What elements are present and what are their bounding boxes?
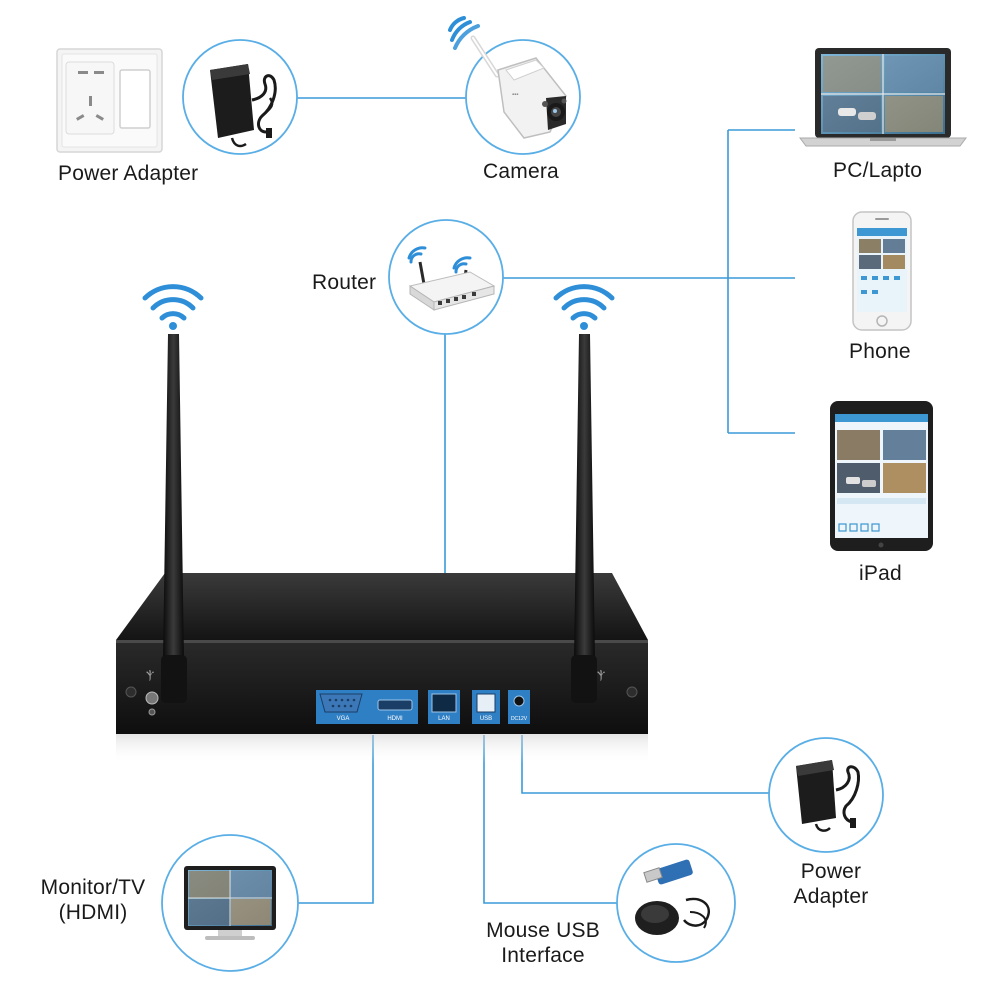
dc-port-label: DC12V <box>511 716 528 722</box>
wifi-icon <box>448 16 480 50</box>
wifi-icon <box>142 284 615 321</box>
line-usb-mouse <box>483 735 620 904</box>
bullet-camera-icon: ▪▪▪ <box>470 35 567 139</box>
svg-text:Ⲯ: Ⲯ <box>597 669 605 682</box>
power-adapter-icon <box>796 760 860 832</box>
svg-text:▪▪▪: ▪▪▪ <box>512 92 518 98</box>
vga-port-label: VGA <box>337 716 350 722</box>
power-adapter-bottom-line1: Power <box>800 860 862 883</box>
lan-port-label: LAN <box>438 716 450 722</box>
svg-text:Ⲯ: Ⲯ <box>146 669 154 682</box>
connector-lines <box>295 97 795 904</box>
router-circle <box>388 219 504 335</box>
antenna-left <box>161 334 187 703</box>
power-adapter-top-label: Power Adapter <box>58 162 199 185</box>
smartphone-icon <box>852 211 912 331</box>
nvr-recorder: Ⲯ Ⲯ <box>116 573 648 764</box>
power-adapter-bottom-line2: Adapter <box>793 885 869 908</box>
antenna-right <box>571 334 597 703</box>
monitor-icon <box>184 866 276 940</box>
mouse-usb-label: Mouse USB Interface <box>486 918 600 968</box>
pc-laptop-label: PC/Lapto <box>833 159 923 182</box>
monitor-label-line1: Monitor/TV <box>40 876 146 899</box>
router-label: Router <box>312 271 377 294</box>
mouse-label-line1: Mouse USB <box>486 919 600 942</box>
line-hdmi-monitor <box>295 735 374 904</box>
hdmi-port-label: HDMI <box>387 716 403 722</box>
monitor-label-line2: (HDMI) <box>58 901 128 924</box>
router-icon <box>407 246 496 311</box>
wall-socket-icon <box>56 48 163 153</box>
monitor-label: Monitor/TV (HDMI) <box>41 875 146 925</box>
camera-label: Camera <box>483 160 559 183</box>
ipad-label: iPad <box>859 562 902 585</box>
mouse-icon <box>635 897 711 935</box>
power-adapter-icon <box>210 64 277 148</box>
laptop-icon <box>799 48 967 147</box>
usb-port-label: USB <box>480 716 492 722</box>
nvr-ports: VGA HDMI LAN USB DC12V <box>316 690 530 724</box>
mouse-label-line2: Interface <box>501 944 585 967</box>
usb-dongle-icon <box>643 859 693 885</box>
mouse-circle <box>616 843 736 963</box>
phone-label: Phone <box>849 340 911 363</box>
power-adapter-bottom-label: Power Adapter <box>794 859 869 909</box>
tablet-icon <box>830 401 933 551</box>
